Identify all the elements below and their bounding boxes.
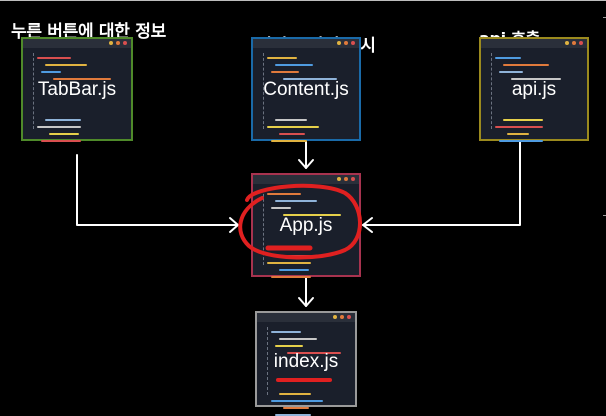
code-line xyxy=(283,214,341,216)
code-line xyxy=(271,331,301,333)
editor-titlebar xyxy=(23,39,131,48)
code-line xyxy=(37,57,71,59)
arrow-api-to-app xyxy=(362,140,521,226)
arrowhead-app-to-index xyxy=(298,297,314,307)
code-line xyxy=(279,269,309,271)
code-line xyxy=(41,71,61,73)
code-line xyxy=(37,126,81,128)
code-line xyxy=(495,57,521,59)
code-line xyxy=(279,133,305,135)
code-line xyxy=(511,78,561,80)
window-dot-icon xyxy=(116,41,120,45)
code-line xyxy=(271,71,299,73)
code-line xyxy=(267,126,319,128)
code-line xyxy=(279,393,311,395)
app-file-label: App.js xyxy=(279,215,333,236)
arrowhead-api-to-app xyxy=(362,217,373,233)
window-dot-icon xyxy=(347,315,351,319)
top-border xyxy=(0,0,606,1)
editor-titlebar xyxy=(257,313,355,322)
code-line xyxy=(275,64,313,66)
tabbar-file-label: TabBar.js xyxy=(37,79,117,100)
window-dot-icon xyxy=(344,177,348,181)
app-highlight-circle xyxy=(238,183,362,260)
edge-mark-top xyxy=(603,17,606,18)
editor-titlebar xyxy=(253,175,359,184)
code-line xyxy=(267,57,297,59)
code-line xyxy=(45,119,81,121)
code-line xyxy=(275,119,307,121)
window-dot-icon xyxy=(109,41,113,45)
code-line xyxy=(287,352,341,354)
code-line xyxy=(507,133,529,135)
arrowhead-tabbar-to-app xyxy=(229,217,239,233)
window-dot-icon xyxy=(333,315,337,319)
arrowhead-content-to-app xyxy=(298,159,314,169)
code-line xyxy=(271,140,307,142)
code-lines xyxy=(495,53,577,142)
code-line xyxy=(275,200,317,202)
edge-mark-middle xyxy=(603,215,606,216)
code-line xyxy=(503,119,543,121)
index-file-card: index.js xyxy=(255,311,357,416)
code-line xyxy=(275,345,303,347)
code-line xyxy=(279,338,317,340)
code-lines xyxy=(267,53,349,142)
api-file-card: api.js xyxy=(479,37,589,142)
code-line xyxy=(283,78,337,80)
window-dot-icon xyxy=(565,41,569,45)
window-dot-icon xyxy=(340,315,344,319)
index-file-label: index.js xyxy=(273,351,339,372)
code-line xyxy=(271,400,323,402)
code-lines xyxy=(37,53,121,142)
content-file-label: Content.js xyxy=(263,79,349,100)
code-line xyxy=(41,140,81,142)
window-dot-icon xyxy=(351,41,355,45)
window-dot-icon xyxy=(344,41,348,45)
editor-gutter xyxy=(263,53,264,129)
code-line xyxy=(271,276,311,278)
code-line xyxy=(53,78,111,80)
api-file-label: api.js xyxy=(511,79,557,100)
editor-titlebar xyxy=(253,39,359,48)
editor-gutter xyxy=(33,53,34,129)
code-line xyxy=(267,193,301,195)
window-dot-icon xyxy=(351,177,355,181)
code-line xyxy=(271,207,291,209)
arrow-tabbar-to-app xyxy=(76,154,239,226)
tabbar-file-card: TabBar.js xyxy=(21,37,133,142)
window-dot-icon xyxy=(572,41,576,45)
editor-gutter xyxy=(491,53,492,129)
code-line xyxy=(503,64,549,66)
editor-titlebar xyxy=(481,39,587,48)
code-line xyxy=(499,140,543,142)
code-line xyxy=(45,64,87,66)
window-dot-icon xyxy=(337,177,341,181)
window-dot-icon xyxy=(123,41,127,45)
window-dot-icon xyxy=(337,41,341,45)
window-dot-icon xyxy=(579,41,583,45)
code-line xyxy=(495,126,543,128)
code-line xyxy=(267,262,311,264)
content-file-card: Content.js xyxy=(251,37,361,142)
code-line xyxy=(49,133,79,135)
code-line xyxy=(499,71,523,73)
editor-gutter xyxy=(263,189,264,265)
editor-gutter xyxy=(267,327,268,395)
